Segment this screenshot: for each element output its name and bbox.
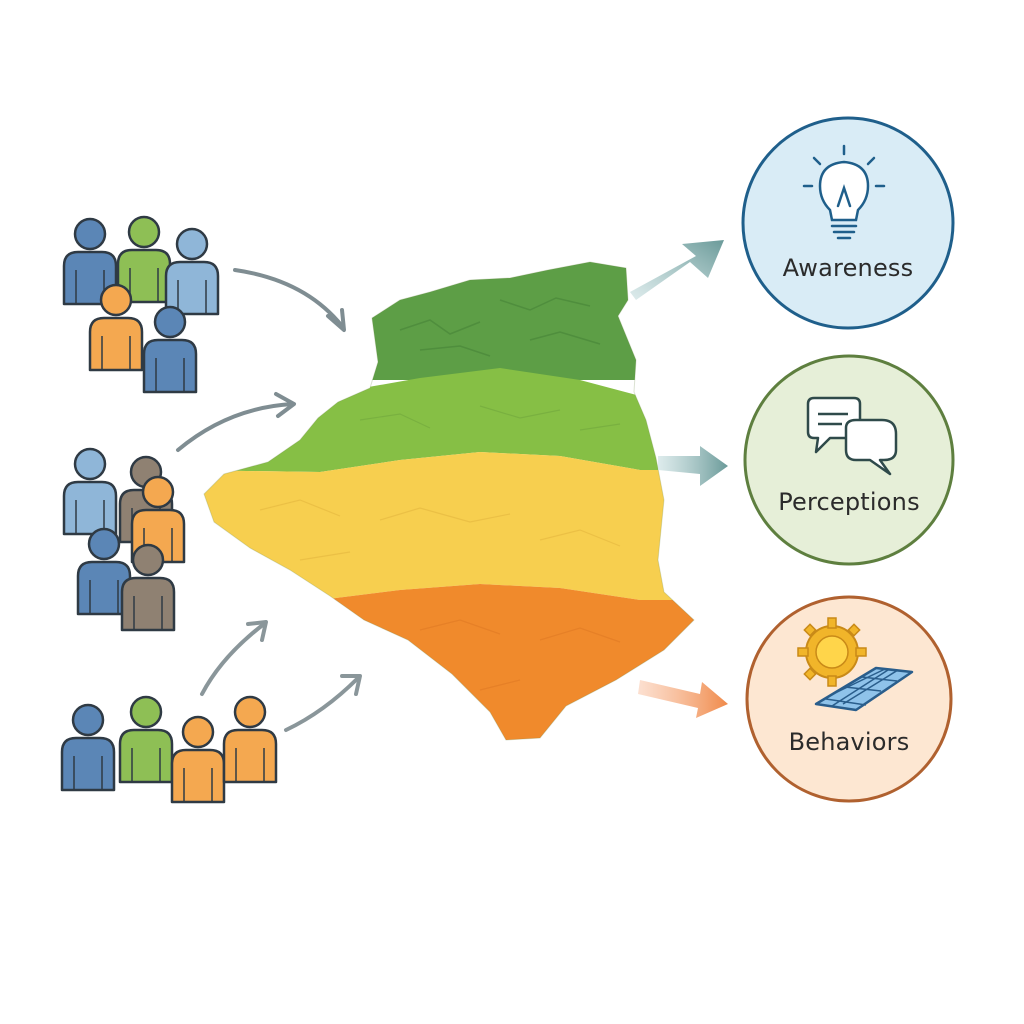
arrow-group-3-to-map-upper	[200, 620, 268, 696]
solar-panel-icon	[814, 666, 914, 712]
person-icon	[76, 527, 132, 616]
arrow-group-1-to-map	[233, 268, 346, 332]
country-map	[203, 261, 695, 741]
perceptions-label: Perceptions	[778, 488, 920, 516]
person-icon	[62, 447, 118, 536]
arrow-map-to-perceptions	[658, 446, 728, 486]
awareness-circle	[741, 116, 955, 330]
arrow-group-2-to-map	[176, 392, 296, 452]
person-icon	[170, 715, 226, 804]
people-groups	[60, 215, 278, 804]
person-icon	[118, 695, 174, 784]
behaviors-label: Behaviors	[788, 728, 910, 756]
lightbulb-icon	[802, 144, 886, 240]
awareness-label: Awareness	[782, 254, 914, 282]
person-icon	[164, 227, 220, 316]
outcome-circles	[741, 116, 955, 803]
person-icon	[88, 283, 144, 372]
person-icon	[222, 695, 278, 784]
person-icon	[120, 543, 176, 632]
arrow-group-3-to-map-lower	[284, 674, 362, 732]
map-band-middle	[204, 452, 694, 600]
solar-panel-sun-icon	[797, 617, 914, 712]
speech-bubbles-icon	[806, 396, 898, 476]
arrow-map-to-behaviors	[638, 680, 728, 718]
person-icon	[60, 703, 116, 792]
perceptions-circle	[743, 354, 955, 566]
map-band-north	[204, 262, 694, 380]
person-icon	[142, 305, 198, 394]
sun-gear-icon	[797, 617, 867, 687]
arrow-map-to-awareness	[630, 240, 724, 300]
